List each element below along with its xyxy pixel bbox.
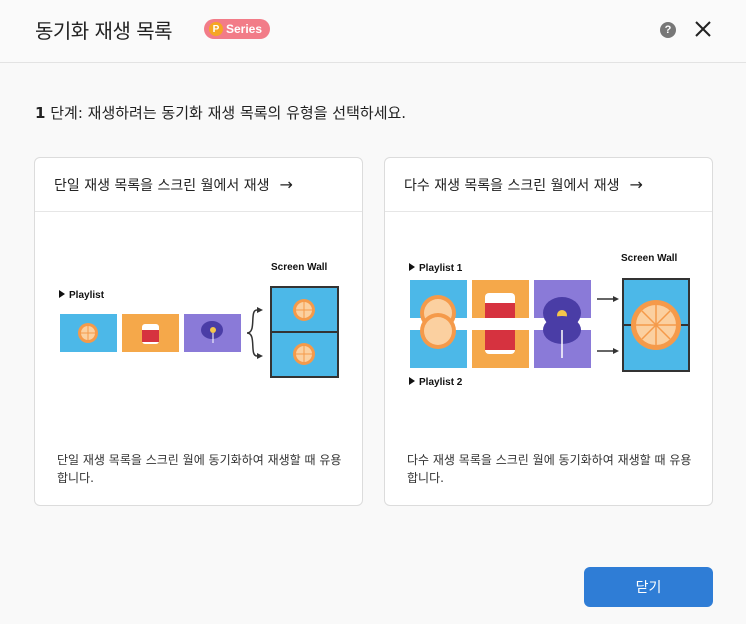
- step-instruction: 1 단계: 재생하려는 동기화 재생 목록의 유형을 선택하세요.: [35, 102, 406, 123]
- p-badge-letter: P: [209, 22, 223, 36]
- screen-wall-label: Screen Wall: [271, 262, 328, 273]
- close-icon[interactable]: [693, 19, 713, 39]
- card-title: 단일 재생 목록을 스크린 월에서 재생: [54, 177, 270, 194]
- screen-wall-label: Screen Wall: [621, 253, 678, 264]
- playlist2-label: Playlist 2: [419, 377, 463, 388]
- play-triangle-icon: [409, 377, 415, 385]
- badge-text: Series: [226, 22, 263, 36]
- card-description: 단일 재생 목록을 스크린 월에 동기화하여 재생할 때 유용합니다.: [57, 453, 342, 485]
- arrow-right-icon: →: [629, 175, 643, 194]
- help-icon[interactable]: ?: [660, 22, 676, 38]
- single-playlist-illustration: Screen Wall Playlist: [59, 262, 339, 378]
- step-text: : 재생하려는 동기화 재생 목록의 유형을 선택하세요.: [77, 104, 407, 122]
- close-button[interactable]: 닫기: [584, 567, 713, 607]
- play-triangle-icon: [409, 263, 415, 271]
- single-playlist-card[interactable]: 단일 재생 목록을 스크린 월에서 재생 → Screen Wall Playl…: [34, 157, 363, 506]
- card-header[interactable]: 다수 재생 목록을 스크린 월에서 재생 →: [385, 158, 712, 212]
- dialog-header: 동기화 재생 목록 P Series ?: [0, 0, 746, 63]
- multi-playlist-card[interactable]: 다수 재생 목록을 스크린 월에서 재생 → Screen Wall Playl…: [384, 157, 713, 506]
- card-title: 다수 재생 목록을 스크린 월에서 재생: [404, 177, 620, 194]
- card-description: 다수 재생 목록을 스크린 월에 동기화하여 재생할 때 유용합니다.: [407, 453, 692, 485]
- card-header[interactable]: 단일 재생 목록을 스크린 월에서 재생 →: [35, 158, 362, 212]
- playlist1-label: Playlist 1: [419, 263, 463, 274]
- step-label: 단계: [50, 104, 78, 122]
- p-series-badge: P Series: [204, 19, 271, 39]
- play-triangle-icon: [59, 290, 65, 298]
- arrow-right-icon: →: [279, 175, 293, 194]
- dialog-title: 동기화 재생 목록: [35, 19, 173, 43]
- multi-playlist-illustration: Screen Wall Playlist 1: [409, 253, 690, 388]
- step-number: 1: [35, 104, 46, 122]
- playlist-label: Playlist: [69, 290, 105, 301]
